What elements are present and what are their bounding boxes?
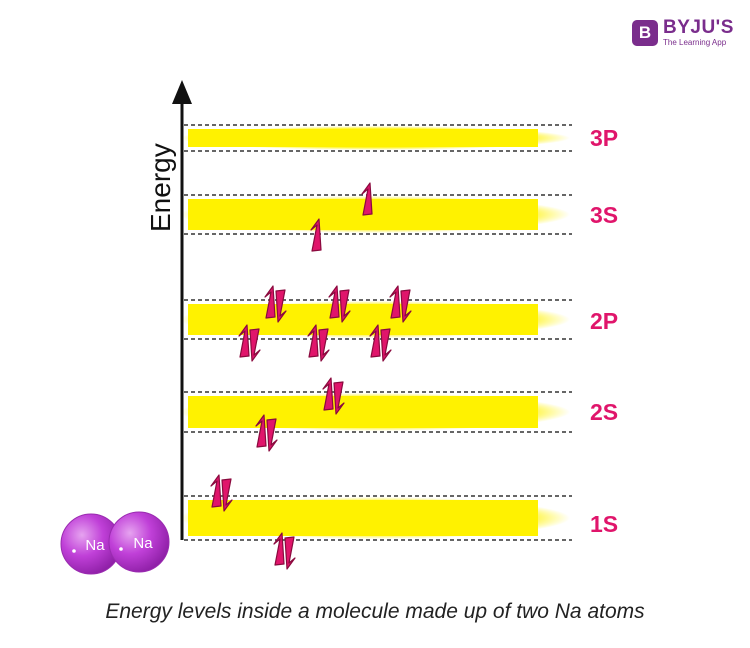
electron-pair: [369, 324, 392, 362]
sodium-atom: Na: [108, 511, 170, 573]
caption: Energy levels inside a molecule made up …: [105, 600, 645, 623]
electron-pair: [389, 285, 412, 323]
electron-up: [310, 218, 322, 252]
energy-band-core: [188, 396, 538, 428]
energy-bands: [180, 124, 572, 541]
electron-pair: [322, 377, 345, 415]
electron-up: [361, 182, 373, 216]
level-label-1s: 1S: [590, 511, 618, 537]
brand-logo-mark: B: [632, 19, 658, 46]
brand-letter: B: [638, 22, 652, 42]
energy-band-core: [188, 129, 538, 147]
energy-level-diagram: Energy 3P 3S 2P 2S 1S Na Na: [60, 80, 618, 575]
atom-label: Na: [85, 537, 105, 554]
brand-tagline: The Learning App: [663, 38, 727, 47]
brand-logo: B BYJU'S The Learning App: [632, 18, 734, 47]
sodium-atoms: Na Na: [60, 511, 170, 575]
electron-pair: [264, 285, 287, 323]
electron-pair: [307, 324, 330, 362]
electron-pair: [328, 285, 351, 323]
level-label-3p: 3P: [590, 125, 618, 151]
level-label-2s: 2S: [590, 399, 618, 425]
brand-name: BYJU'S: [663, 17, 734, 38]
level-labels: 3P 3S 2P 2S 1S: [590, 125, 618, 537]
level-label-3s: 3S: [590, 202, 618, 228]
energy-band-core: [188, 500, 538, 536]
energy-axis-label: Energy: [145, 143, 176, 232]
energy-axis-arrowhead: [172, 80, 192, 104]
atom-label: Na: [133, 535, 153, 552]
level-label-2p: 2P: [590, 308, 618, 334]
electrons: [210, 182, 412, 570]
electron-pair: [210, 474, 233, 512]
electron-pair: [238, 324, 261, 362]
energy-band-core: [188, 304, 538, 335]
electron-pair: [273, 532, 296, 570]
electron-pair: [255, 414, 278, 452]
